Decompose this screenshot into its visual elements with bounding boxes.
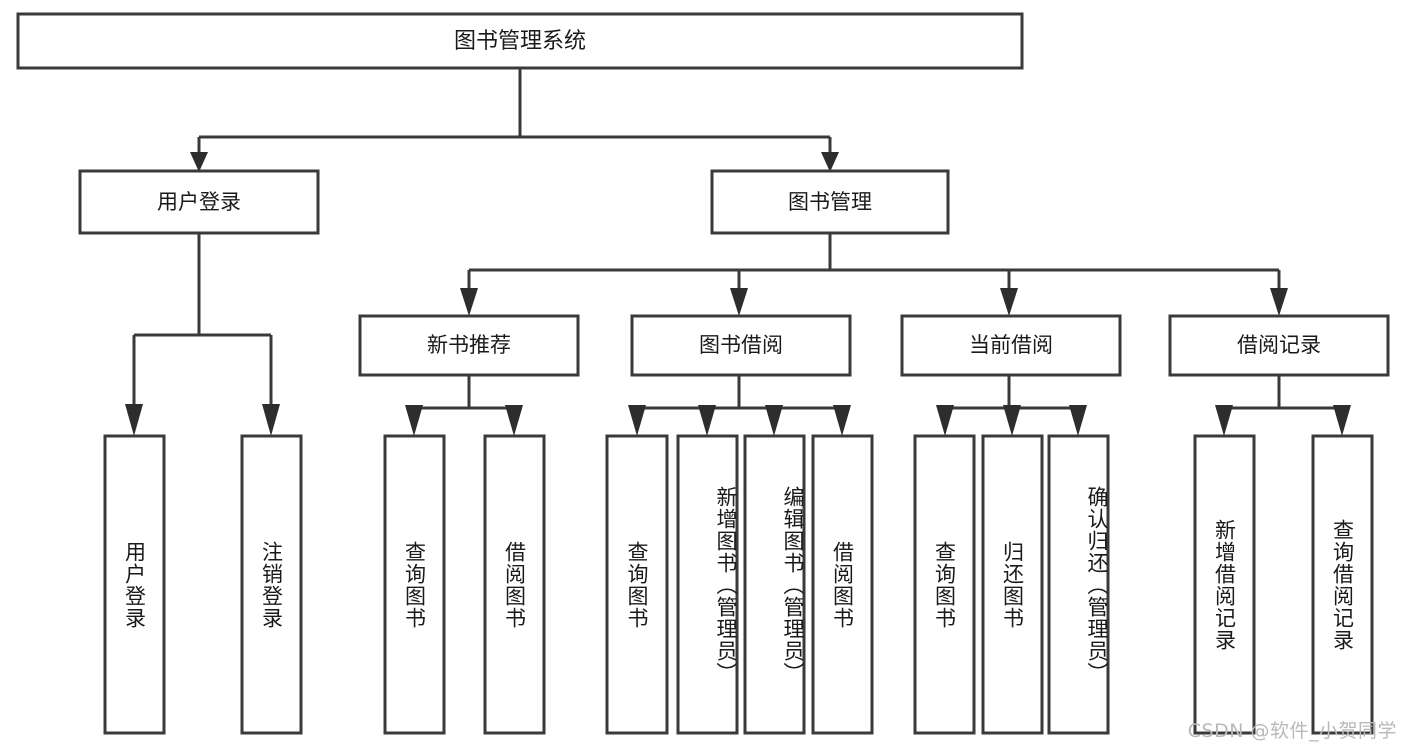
- leaf-box-query-book-newrec[interactable]: [383, 434, 446, 735]
- arrow-leaf-logout: [262, 404, 280, 436]
- node-book-borrow[interactable]: 图书借阅: [630, 314, 852, 377]
- node-new-book-recommend-label: 新书推荐: [427, 333, 511, 357]
- leaf-box-user-login[interactable]: [103, 434, 166, 735]
- arrow-record-leaf-1: [1215, 405, 1233, 436]
- leaf-box-query-book-current[interactable]: [913, 434, 976, 735]
- node-root[interactable]: 图书管理系统: [16, 12, 1024, 70]
- node-book-management[interactable]: 图书管理: [710, 169, 950, 235]
- leaf-box-query-book-borrow[interactable]: [605, 434, 669, 735]
- arrow-book-manage: [821, 152, 839, 172]
- arrow-current-leaf-2: [1003, 405, 1021, 436]
- leaf-box-logout[interactable]: [240, 434, 303, 735]
- leaf-box-return-book[interactable]: [981, 434, 1044, 735]
- arrow-newbook-leaf-1: [405, 405, 423, 436]
- arrow-borrow-leaf-1: [628, 405, 646, 436]
- node-new-book-recommend-box[interactable]: [358, 314, 580, 377]
- node-user-login[interactable]: 用户登录: [78, 169, 320, 235]
- leaf-box-borrow-book[interactable]: [811, 434, 874, 735]
- node-borrow-record-label: 借阅记录: [1237, 333, 1321, 357]
- connector-layer: [125, 68, 1351, 436]
- leaf-box-layer: [103, 434, 1374, 735]
- leaf-box-add-book-admin[interactable]: [676, 434, 739, 735]
- node-current-borrow-label: 当前借阅: [969, 333, 1053, 357]
- node-book-borrow-box[interactable]: [630, 314, 852, 377]
- arrow-current-leaf-1: [936, 405, 954, 436]
- arrow-current: [1000, 288, 1018, 316]
- leaf-box-query-borrow-record[interactable]: [1311, 434, 1374, 735]
- node-book-management-label: 图书管理: [788, 190, 872, 214]
- arrow-leaf-user-login: [125, 404, 143, 436]
- node-current-borrow[interactable]: 当前借阅: [900, 314, 1122, 377]
- arrow-record-leaf-2: [1333, 405, 1351, 436]
- watermark-text: CSDN @软件_小贺同学: [1187, 720, 1397, 742]
- arrow-current-leaf-3: [1069, 405, 1087, 436]
- arrow-borrow-leaf-4: [833, 405, 851, 436]
- arrow-record: [1270, 288, 1288, 316]
- arrow-borrow: [730, 288, 748, 316]
- node-book-management-box[interactable]: [710, 169, 950, 235]
- arrow-borrow-leaf-3: [765, 405, 783, 436]
- node-user-login-label: 用户登录: [157, 190, 241, 214]
- arrow-newbook: [460, 288, 478, 316]
- node-new-book-recommend[interactable]: 新书推荐: [358, 314, 580, 377]
- leaf-box-edit-book-admin[interactable]: [743, 434, 806, 735]
- arrow-newbook-leaf-2: [505, 405, 523, 436]
- leaf-box-borrow-book-newrec[interactable]: [483, 434, 546, 735]
- node-user-login-box[interactable]: [78, 169, 320, 235]
- leaf-box-add-borrow-record[interactable]: [1193, 434, 1256, 735]
- arrow-borrow-leaf-2: [698, 405, 716, 436]
- leaf-box-confirm-return-admin[interactable]: [1047, 434, 1110, 735]
- node-root-box[interactable]: [16, 12, 1024, 70]
- node-borrow-record-box[interactable]: [1168, 314, 1390, 377]
- node-root-label: 图书管理系统: [454, 29, 586, 54]
- arrow-user-login: [190, 152, 208, 172]
- node-borrow-record[interactable]: 借阅记录: [1168, 314, 1390, 377]
- node-book-borrow-label: 图书借阅: [699, 333, 783, 357]
- node-current-borrow-box[interactable]: [900, 314, 1122, 377]
